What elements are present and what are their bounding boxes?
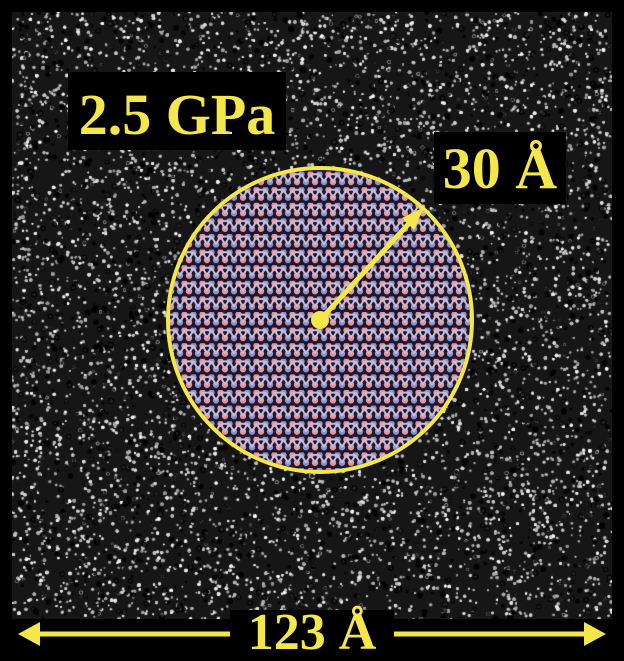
box-width-label: 123 Å [230,607,394,659]
width-arrow-left-head [18,622,40,646]
width-arrow-right-head [584,622,606,646]
width-arrow [18,622,606,646]
radius-arrow [311,207,424,329]
pressure-label: 2.5 GPa [68,72,286,150]
radius-label: 30 Å [434,132,566,204]
cluster-center-dot [311,311,329,329]
cluster-boundary-circle [166,166,474,474]
